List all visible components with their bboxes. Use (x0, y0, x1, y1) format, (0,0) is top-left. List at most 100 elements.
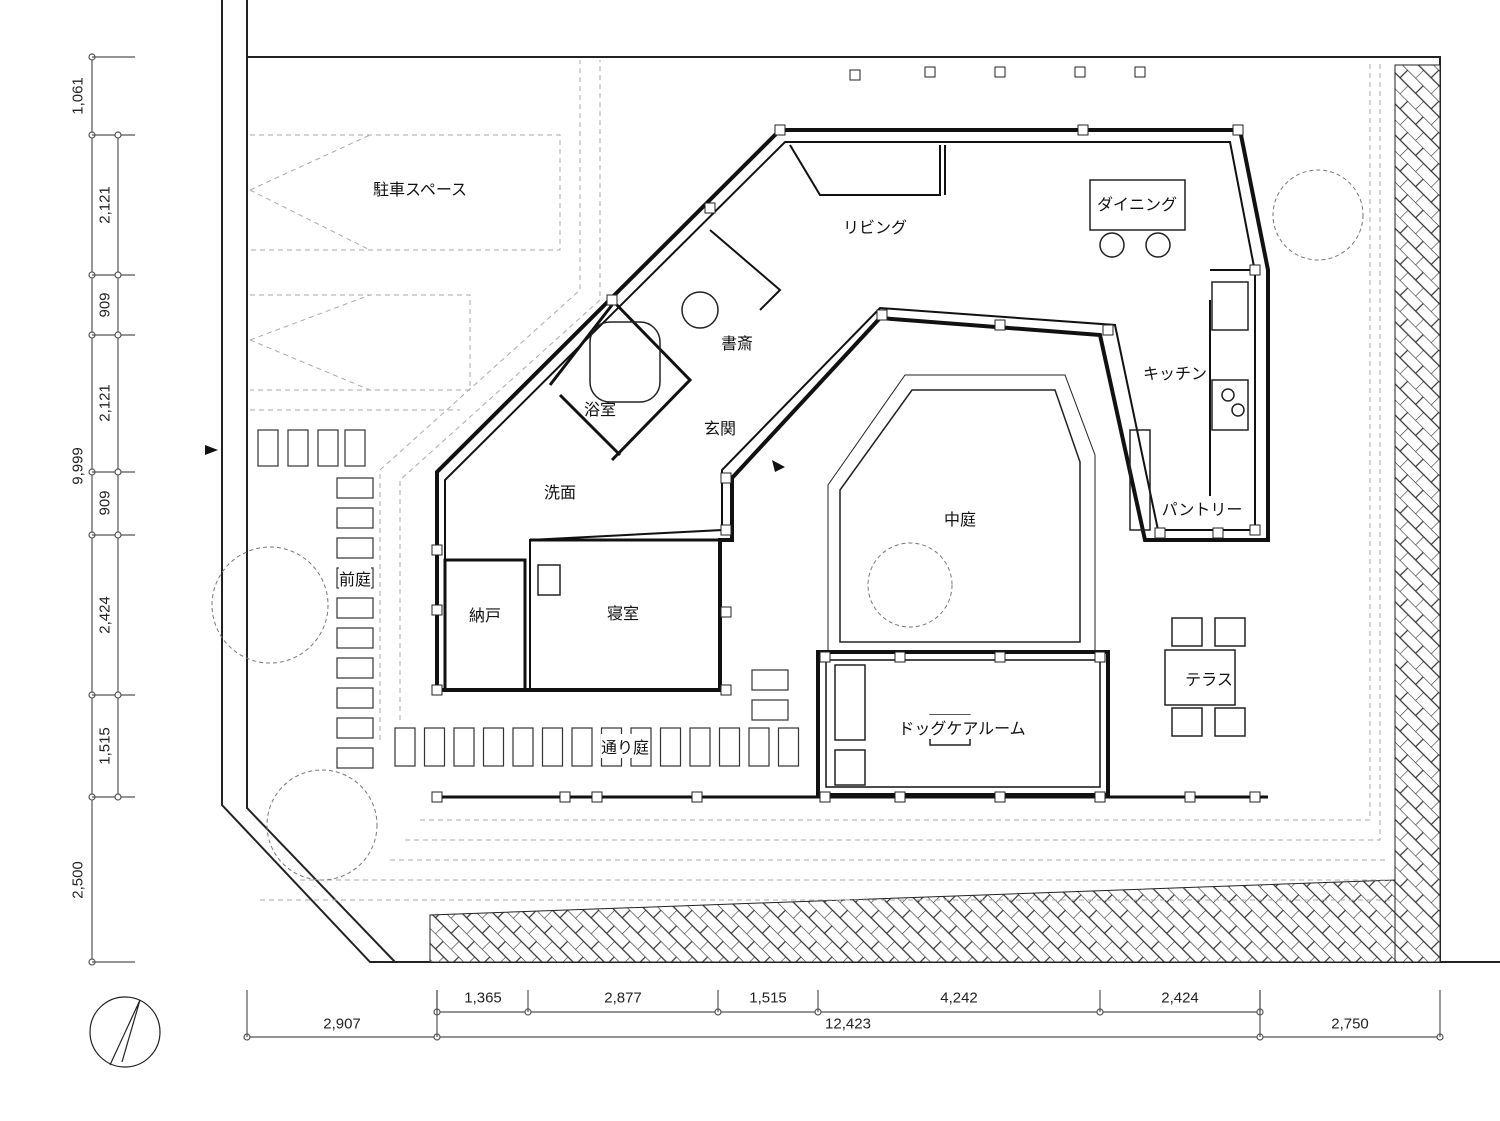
landscape-contours (249, 60, 1392, 901)
stepping-stone (336, 597, 374, 619)
room-entrance: 玄関 (703, 419, 737, 438)
dim-bottom-lower: 2,907 (323, 1015, 361, 1033)
dim-left-outer: 9,999 (69, 447, 87, 485)
fixtures (537, 179, 1249, 786)
room-dining: ダイニング (1096, 195, 1178, 214)
room-parking: 駐車スペース (372, 180, 468, 199)
dimension-tick (114, 531, 122, 539)
column (1094, 651, 1106, 663)
dim-left-outer: 1,061 (69, 77, 87, 115)
stepping-stone (748, 727, 770, 767)
dim-bottom-upper: 2,877 (604, 989, 642, 1007)
column (894, 651, 906, 663)
room-living: リビング (842, 218, 908, 237)
column (1094, 791, 1106, 803)
room-dog-care: ドッグケアルーム (898, 715, 1026, 739)
stepping-stone (336, 687, 374, 709)
room-kitchen: キッチン (1142, 364, 1208, 383)
stepping-stone (751, 669, 789, 691)
column (431, 791, 443, 803)
paving-strip (429, 64, 1441, 963)
column (606, 294, 618, 306)
column (431, 604, 443, 616)
dim-left-inner: 2,424 (96, 596, 114, 634)
column (559, 791, 571, 803)
column (994, 651, 1006, 663)
stepping-stone (659, 727, 682, 767)
stepping-stone (287, 429, 309, 467)
dimension-lines (88, 53, 1444, 1041)
entrance-arrow-icon (772, 460, 785, 472)
stepping-stone (718, 727, 741, 767)
column (994, 66, 1006, 78)
column (720, 606, 732, 618)
column (774, 124, 786, 136)
column (1249, 264, 1261, 276)
column (1212, 527, 1224, 539)
column (894, 791, 906, 803)
room-front-garden: 前庭 (338, 566, 372, 590)
site-boundary (221, 0, 1500, 963)
dimension-tick (114, 793, 122, 801)
stepping-stone (336, 657, 374, 679)
column (704, 202, 716, 214)
stepping-stone (336, 627, 374, 649)
building-walls (435, 128, 1270, 799)
stepping-stone (317, 429, 339, 467)
column (994, 791, 1006, 803)
column (1249, 524, 1261, 536)
column (1249, 791, 1261, 803)
stepping-stone (394, 727, 416, 767)
column (1074, 66, 1086, 78)
dim-left-outer: 2,500 (69, 861, 87, 899)
room-washroom: 洗面 (543, 483, 577, 502)
dimension-tick (114, 468, 122, 476)
stepping-stone (453, 727, 475, 767)
stepping-stone (541, 727, 564, 767)
stepping-stone (571, 727, 593, 767)
stepping-stone (336, 717, 374, 739)
stepping-stone (336, 507, 374, 529)
dim-bottom-lower: 12,423 (825, 1015, 871, 1033)
north-arrow-icon (89, 996, 161, 1068)
stepping-stone (777, 727, 800, 767)
room-passage-garden: 通り庭 (600, 734, 650, 758)
dim-left-inner: 2,121 (96, 384, 114, 422)
column (1134, 66, 1146, 78)
stepping-stone (512, 727, 534, 767)
dim-left-inner: 909 (96, 490, 114, 516)
stepping-stone (689, 727, 711, 767)
dim-bottom-lower: 2,750 (1331, 1015, 1369, 1033)
room-pantry: パントリー (1161, 496, 1243, 520)
dimension-tick (114, 131, 122, 139)
entry-arrow-icon (205, 445, 218, 455)
column (994, 319, 1006, 331)
stepping-stone (423, 727, 446, 767)
dim-left-inner: 909 (96, 292, 114, 318)
column (691, 791, 703, 803)
stepping-stone (336, 477, 374, 499)
column (1184, 791, 1196, 803)
courtyard-outline (839, 389, 1081, 643)
room-courtyard: 中庭 (943, 510, 977, 529)
column (1232, 124, 1244, 136)
stepping-stone (482, 727, 505, 767)
dim-bottom-upper: 1,365 (464, 989, 502, 1007)
room-terrace: テラス (1185, 670, 1233, 689)
dimension-tick (114, 691, 122, 699)
column (876, 309, 888, 321)
dim-bottom-upper: 1,515 (749, 989, 787, 1007)
room-study: 書斎 (720, 334, 754, 353)
column (720, 472, 732, 484)
column (720, 524, 732, 536)
column (431, 544, 443, 556)
room-bedroom: 寝室 (606, 604, 640, 623)
room-storage: 納戸 (468, 606, 502, 625)
column (720, 684, 732, 696)
dimension-tick (114, 271, 122, 279)
column (819, 791, 831, 803)
dim-left-inner: 1,515 (96, 727, 114, 765)
dim-bottom-upper: 2,424 (1161, 989, 1199, 1007)
column (1102, 324, 1114, 336)
dim-bottom-upper: 4,242 (940, 989, 978, 1007)
